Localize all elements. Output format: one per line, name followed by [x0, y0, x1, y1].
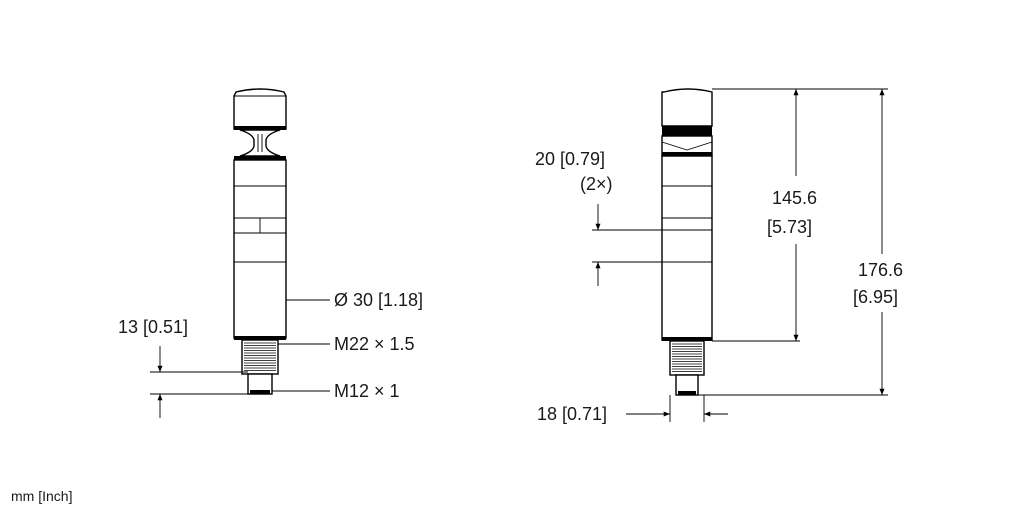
body-height-in: [5.73] [767, 217, 812, 237]
left-top-cap [233, 88, 287, 130]
total-height-in: [6.95] [853, 287, 898, 307]
total-height-mm: 176.6 [858, 260, 903, 280]
total-height-dimension: 176.6 [6.95] [698, 88, 903, 396]
left-thread-m22 [241, 339, 279, 375]
right-view: 20 [0.79] (2×) 145.6 [5.73] 176.6 [6.95] [535, 88, 903, 424]
wrench-size-label: 18 [0.71] [537, 404, 607, 424]
units-label: mm [Inch] [11, 488, 72, 504]
right-connector [675, 374, 699, 396]
connector-length-label: 13 [0.51] [118, 317, 188, 337]
left-body [233, 156, 287, 340]
right-thread [669, 340, 705, 376]
thread-small-label: M12 × 1 [334, 381, 400, 401]
spacing-count-label: (2×) [580, 174, 613, 194]
right-neck [661, 135, 713, 157]
body-height-dimension: 145.6 [5.73] [712, 88, 817, 342]
right-body [661, 155, 713, 341]
left-connector-m12 [247, 373, 273, 395]
diameter-label: Ø 30 [1.18] [334, 290, 423, 310]
thread-large-label: M22 × 1.5 [334, 334, 415, 354]
body-height-mm: 145.6 [772, 188, 817, 208]
left-view: Ø 30 [1.18] M22 × 1.5 M12 × 1 13 [0.51] [118, 88, 423, 418]
wrench-size-dimension: 18 [0.71] [537, 395, 728, 424]
connector-length-dimension: 13 [0.51] [118, 317, 248, 418]
right-top-cap [661, 88, 713, 136]
left-neck [239, 129, 281, 157]
spacing-dimension: 20 [0.79] (2×) [535, 149, 662, 286]
spacing-label: 20 [0.79] [535, 149, 605, 169]
